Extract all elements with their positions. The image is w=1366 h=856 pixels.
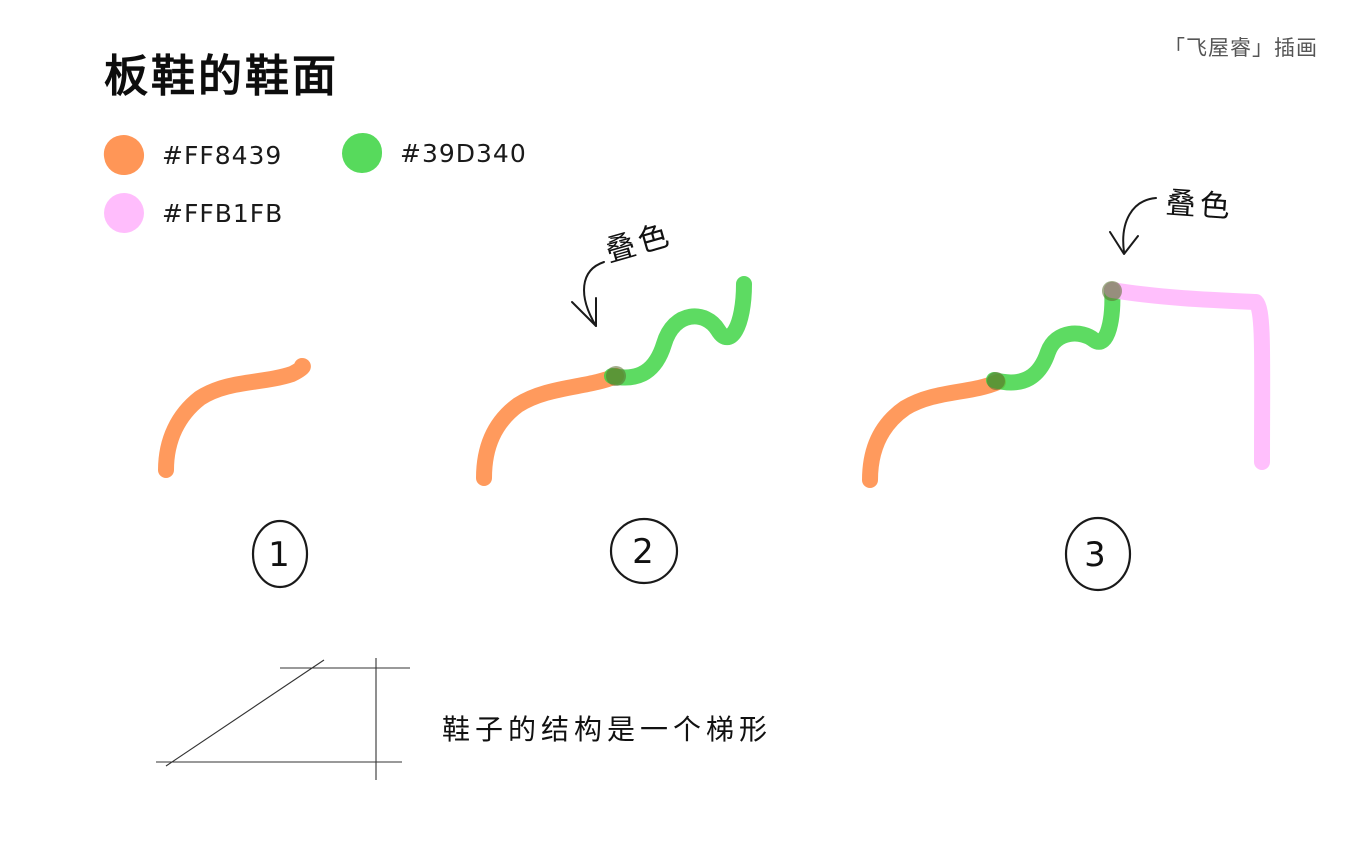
orange-stroke <box>862 374 1006 488</box>
step-2-drawing <box>476 261 752 486</box>
pink-color-dot <box>104 193 144 233</box>
step-1-circle <box>251 519 309 589</box>
orange-color-code: #FF8439 <box>162 140 283 170</box>
orange-stroke <box>158 358 311 478</box>
overlap-mark <box>987 372 1005 390</box>
credit-text: 「飞屋睿」插画 <box>1164 36 1318 60</box>
step-number: 2 <box>632 532 654 572</box>
caption-text: 鞋子的结构是一个梯形 <box>442 713 773 746</box>
arrow-head <box>1109 231 1139 255</box>
orange-stroke <box>476 368 624 486</box>
overlap-mark <box>1102 281 1122 301</box>
green-color-dot <box>342 133 382 173</box>
green-color-code: #39D340 <box>400 138 527 168</box>
arrow-head <box>571 297 597 327</box>
trapezoid-sketch <box>156 658 410 780</box>
overlap-mark <box>606 366 626 386</box>
step-2-circle <box>609 517 679 585</box>
green-stroke <box>986 282 1121 391</box>
pink-color-code: #FFB1FB <box>162 198 284 228</box>
page-title: 板鞋的鞋面 <box>104 51 339 102</box>
step-3-drawing <box>862 197 1271 488</box>
curved-arrow-icon <box>1122 197 1157 253</box>
step-3-circle <box>1064 516 1132 592</box>
color-swatch-pink: #FFB1FB <box>104 193 283 233</box>
curved-arrow-icon <box>583 261 605 327</box>
pink-stroke <box>1104 282 1271 470</box>
color-swatch-orange: #FF8439 <box>101 132 283 178</box>
step-number: 3 <box>1084 535 1106 575</box>
overlap-label: 叠色 <box>1164 185 1235 226</box>
step-1-drawing <box>158 358 311 478</box>
color-swatch-green: #39D340 <box>342 133 527 173</box>
green-stroke <box>604 276 752 386</box>
step-number: 1 <box>268 535 290 575</box>
